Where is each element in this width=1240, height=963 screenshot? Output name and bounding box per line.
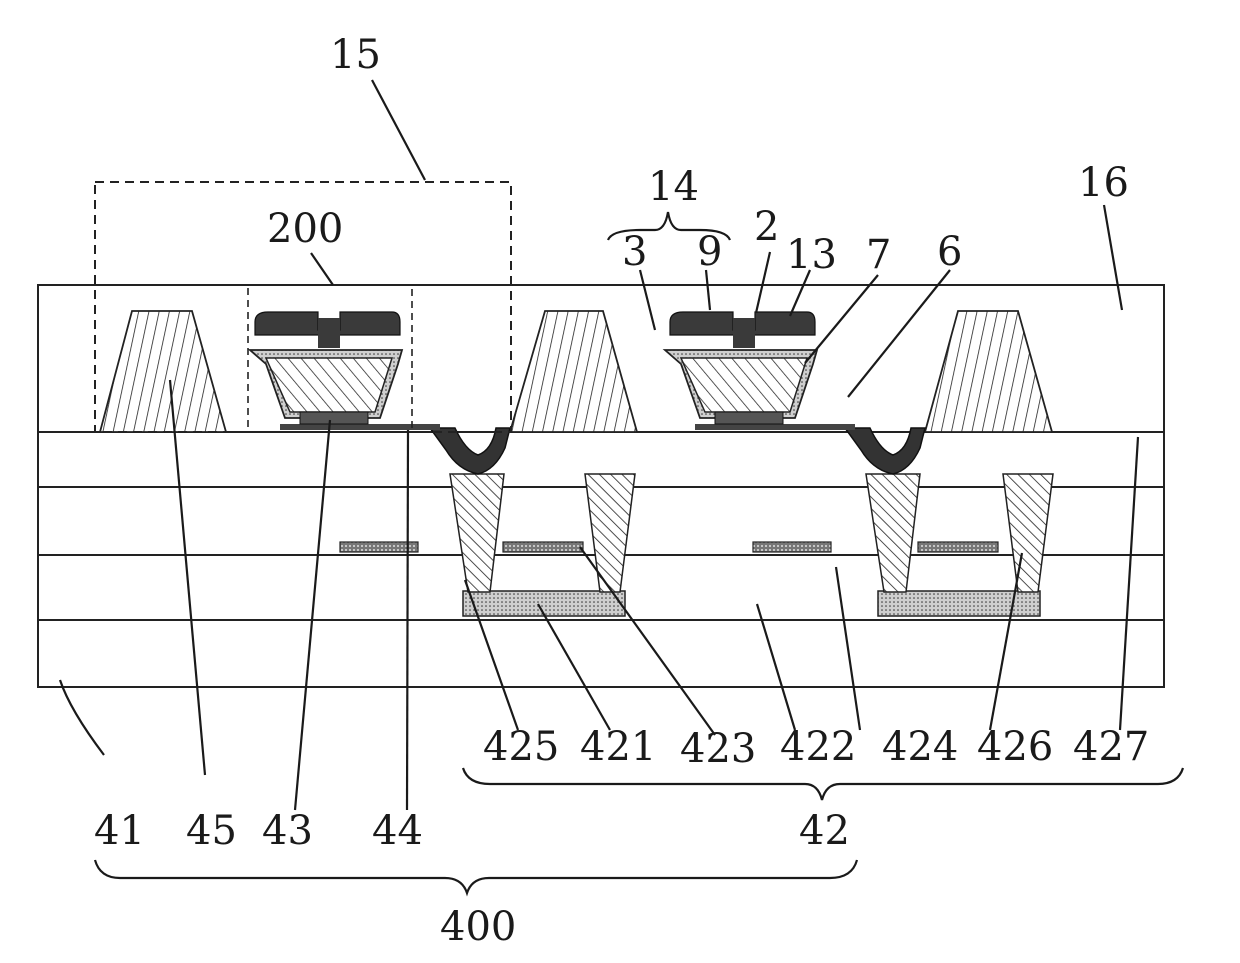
- label-41: 41: [94, 808, 145, 854]
- label-427: 427: [1073, 724, 1149, 770]
- led-chip-200: [250, 312, 402, 424]
- label-425: 425: [483, 724, 559, 770]
- brace-400: [95, 860, 857, 893]
- via-electrodes: [450, 474, 1053, 592]
- label-400: 400: [440, 904, 516, 950]
- bank-45: [100, 311, 1052, 432]
- label-43: 43: [262, 808, 313, 854]
- label-421: 421: [580, 724, 656, 770]
- label-13: 13: [786, 232, 837, 278]
- label-7: 7: [866, 232, 891, 278]
- substrate-41: [38, 620, 1164, 687]
- contact-pads: [430, 428, 925, 474]
- label-9: 9: [697, 229, 722, 275]
- label-424: 424: [882, 724, 958, 770]
- label-422: 422: [780, 724, 856, 770]
- label-16: 16: [1078, 160, 1129, 206]
- label-426: 426: [977, 724, 1053, 770]
- led-chip-14: [665, 312, 817, 424]
- brace-42: [463, 768, 1183, 800]
- label-3: 3: [622, 229, 647, 275]
- label-200: 200: [267, 206, 343, 252]
- label-423: 423: [680, 726, 756, 772]
- label-14: 14: [648, 164, 699, 210]
- label-2: 2: [754, 204, 779, 250]
- label-6: 6: [937, 229, 962, 275]
- label-44: 44: [372, 808, 423, 854]
- label-15: 15: [330, 32, 381, 78]
- label-45: 45: [186, 808, 237, 854]
- label-42: 42: [799, 808, 850, 854]
- leader-lines: [60, 80, 1138, 810]
- active-layer-421: [463, 591, 1040, 616]
